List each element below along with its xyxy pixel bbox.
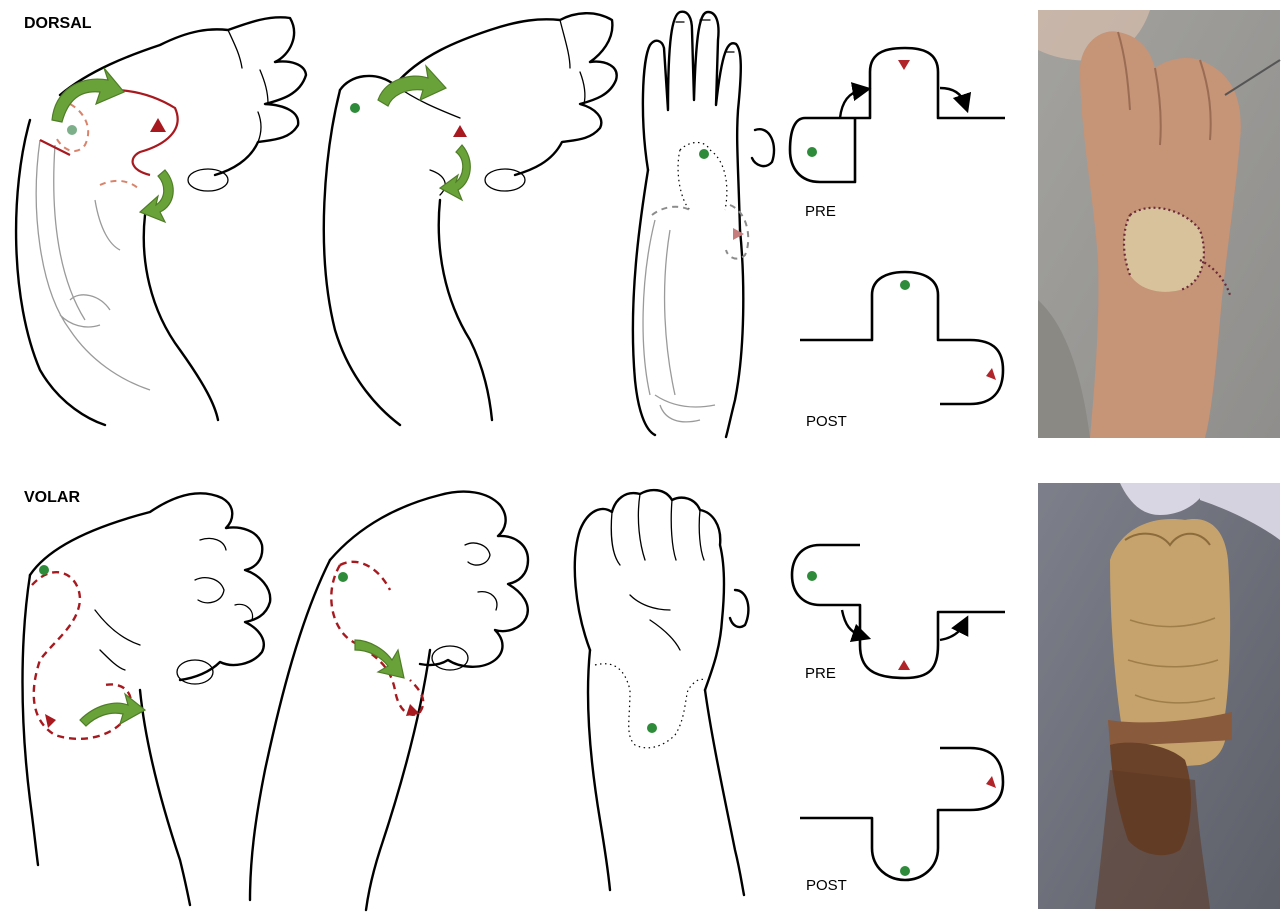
dorsal-post-label: POST bbox=[806, 413, 847, 430]
dorsal-pre-label: PRE bbox=[805, 203, 836, 220]
dorsal-illustration-preop bbox=[16, 17, 306, 425]
volar-post-label: POST bbox=[806, 877, 847, 894]
dorsal-illustration-rotation bbox=[324, 13, 617, 425]
dorsal-illustration-postop bbox=[633, 12, 774, 437]
volar-pre-schematic: PRE bbox=[792, 545, 1005, 682]
dorsal-post-schematic: POST bbox=[800, 272, 1003, 430]
volar-illustration-rotation bbox=[250, 492, 528, 910]
dorsal-section-title: DORSAL bbox=[24, 15, 92, 32]
volar-section-title: VOLAR bbox=[24, 489, 80, 506]
volar-illustration-preop bbox=[23, 493, 271, 905]
dorsal-clinical-photo bbox=[1038, 10, 1280, 438]
volar-clinical-photo bbox=[1038, 483, 1280, 909]
volar-illustration-postop bbox=[575, 490, 749, 895]
volar-post-schematic: POST bbox=[800, 748, 1003, 894]
dorsal-pre-schematic: PRE bbox=[790, 48, 1005, 220]
volar-pre-label: PRE bbox=[805, 665, 836, 682]
